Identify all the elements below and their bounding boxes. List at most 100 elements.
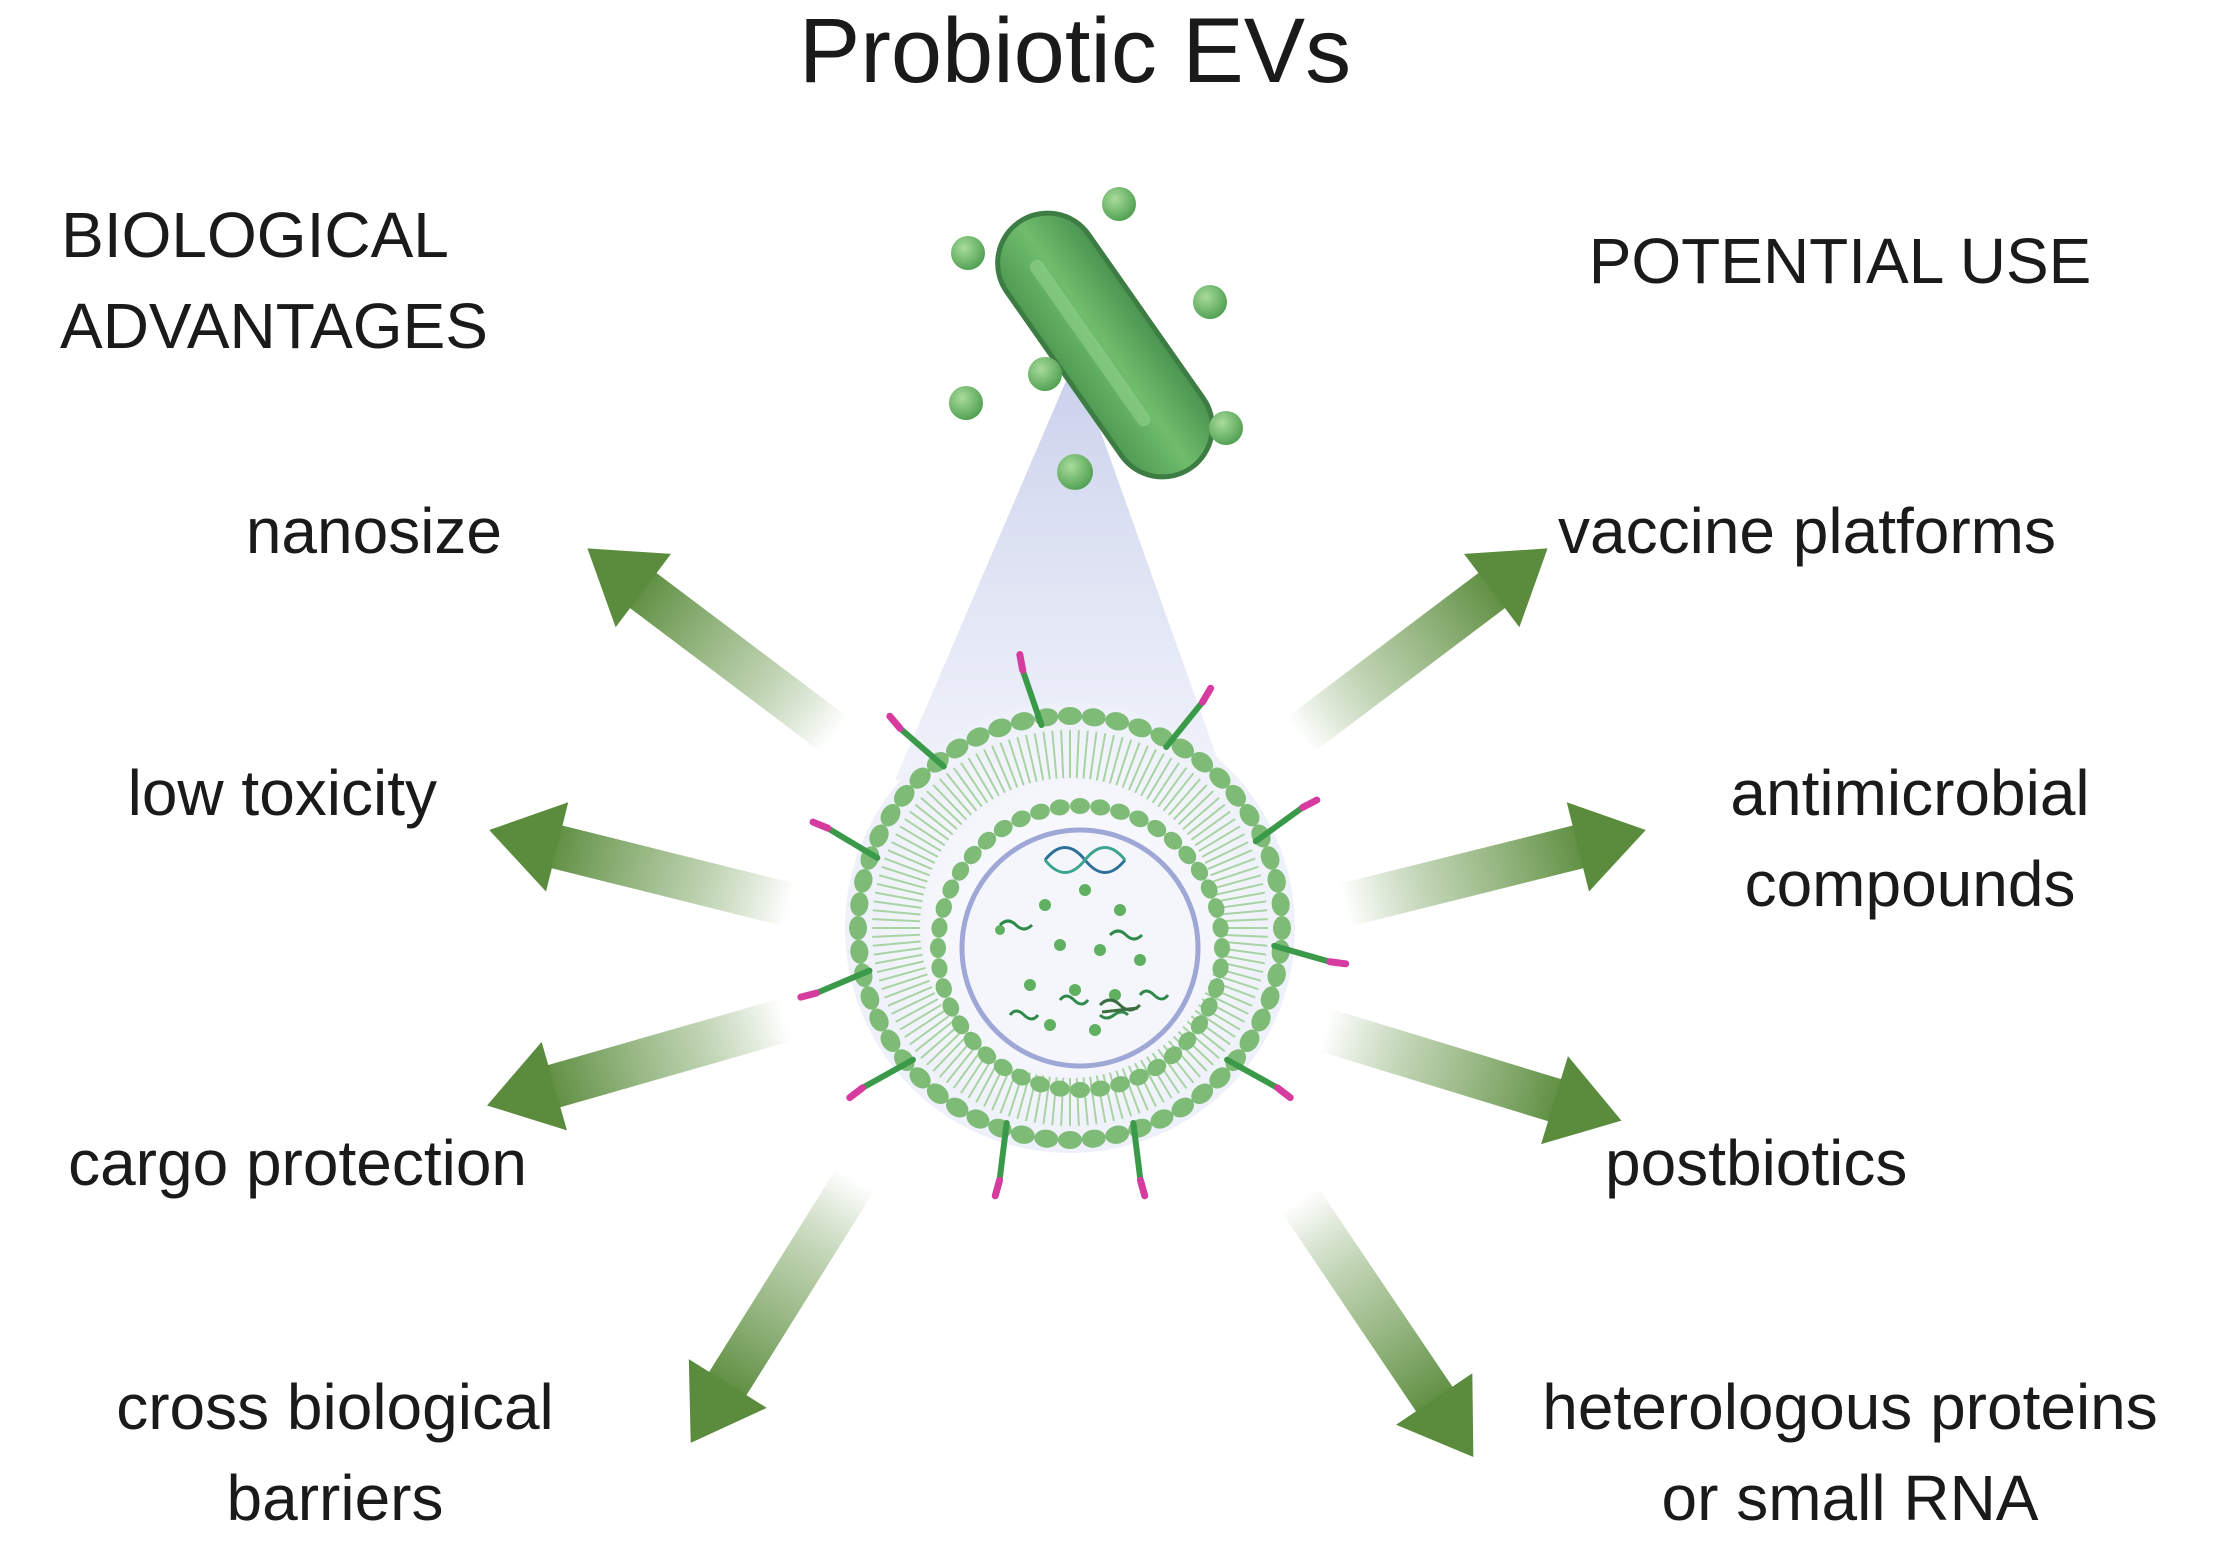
membrane-bead [1191,1083,1214,1105]
lipid-tail [932,1035,968,1072]
arrow-to-antimicrobial [1333,785,1657,950]
lipid-tail [875,953,923,965]
protein-tip [1016,651,1027,674]
protein-stalk [859,1056,916,1091]
lipid-tail [983,749,1006,794]
membrane-bead [1081,1129,1106,1148]
lipid-tail [1024,734,1038,782]
lipid-tail [1190,810,1231,841]
membrane-bead [1271,892,1290,917]
membrane-bead [1239,1029,1260,1053]
advantage-label-cargo-protection: cargo protection [68,1127,527,1199]
advantages-heading: BIOLOGICAL ADVANTAGES [60,190,488,372]
membrane-bead [1178,1031,1197,1051]
membrane-bead [1070,1082,1090,1098]
membrane-bead [935,898,952,918]
lipid-tail [1151,762,1180,804]
protein-tip [809,818,832,832]
membrane-bead [930,938,946,958]
membrane-bead [1212,917,1229,938]
lipid-tail [1146,757,1173,800]
advantage-label-cross-barriers: cross biological barriers [116,1371,554,1534]
advantages-heading-line1: BIOLOGICAL [61,199,449,271]
lipid-tail [1108,736,1124,784]
lipid-tail [952,1048,983,1089]
membrane-bead [1190,1015,1209,1035]
protein-stalk [1271,942,1333,965]
bacterium [995,210,1215,480]
use-label-postbiotics: postbiotics [1605,1127,1908,1199]
budding-vesicles [949,187,1243,490]
membrane-bead [1171,1097,1195,1118]
lipid-tail [1194,818,1236,847]
use-label-vaccine-platforms: vaccine platforms [1558,495,2056,567]
protein-stalk [1130,1119,1144,1184]
lipid-tail [1194,1009,1236,1038]
membrane-bead [909,1067,931,1089]
protein-stalk [1252,804,1306,845]
lipid-tail [884,979,930,999]
membrane-bead [1147,819,1167,838]
lipid-tail [878,874,926,890]
lipid-tail [945,772,978,812]
membrane-bead [1049,1080,1070,1097]
lipid-tail [1033,733,1045,781]
membrane-bead [1190,861,1209,881]
lipid-tail [938,778,973,816]
lipid-tail [1216,882,1264,896]
lipid-tail [881,973,928,991]
lipid-tail [873,900,922,909]
lipid-tail [914,1020,954,1053]
membrane-bead [1178,845,1197,865]
membrane-bead [1214,938,1230,958]
lipid-tail [1217,891,1265,903]
membrane-bead [966,727,990,747]
lipid-tail [1177,790,1214,826]
membrane-bead [945,738,969,759]
membrane-bead [850,939,869,964]
membrane-bead [966,1109,990,1129]
membrane-bead [963,845,982,865]
lipid-tail [1075,730,1080,779]
protein-stalk [1224,1056,1281,1091]
lipid-tail [887,849,933,870]
membrane-bead [1225,784,1247,807]
lipid-tail [872,940,921,947]
outer-membrane-beads [849,707,1291,1149]
membrane-bead [1163,1046,1183,1065]
arrow-to-nanosize [559,511,863,772]
lipid-tail [1089,731,1098,780]
dna-fragment [1098,998,1142,1014]
membrane-bead [1251,1008,1271,1032]
lipid-tail [1214,874,1262,890]
arrow-to-vaccine-platforms [1272,511,1576,772]
membrane-bead [951,861,970,881]
lipid-tail [1060,730,1065,779]
figure-title: Probiotic EVs [798,0,1352,102]
lipid-tail [1162,772,1195,812]
lipid-tail [1219,933,1268,938]
protein-tip [991,1176,1004,1200]
lipid-tail [1219,909,1268,916]
membrane-bead [1208,978,1225,998]
membrane-bead [1191,751,1214,773]
lipid-tail [1186,803,1226,836]
membrane-bead [931,917,948,938]
membrane-bead [1273,916,1291,940]
lipid-tail [920,1025,958,1060]
lipid-tail [1007,739,1025,786]
lipid-tail [1115,739,1133,786]
lipid-tail [1157,1048,1188,1089]
membrane-bead [869,1008,889,1032]
membrane-bead [1090,799,1111,816]
lipid-tail [1121,742,1141,788]
lipid-tail [884,857,930,877]
membrane-bead [931,958,948,979]
lipid-tail [1218,900,1267,909]
dna-helix [1043,846,1127,874]
lipid-tail [875,891,923,903]
lipid-tail [932,784,968,821]
membrane-bead [1010,1125,1035,1144]
lipid-tail [878,966,926,982]
lipid-tail [1102,734,1116,782]
